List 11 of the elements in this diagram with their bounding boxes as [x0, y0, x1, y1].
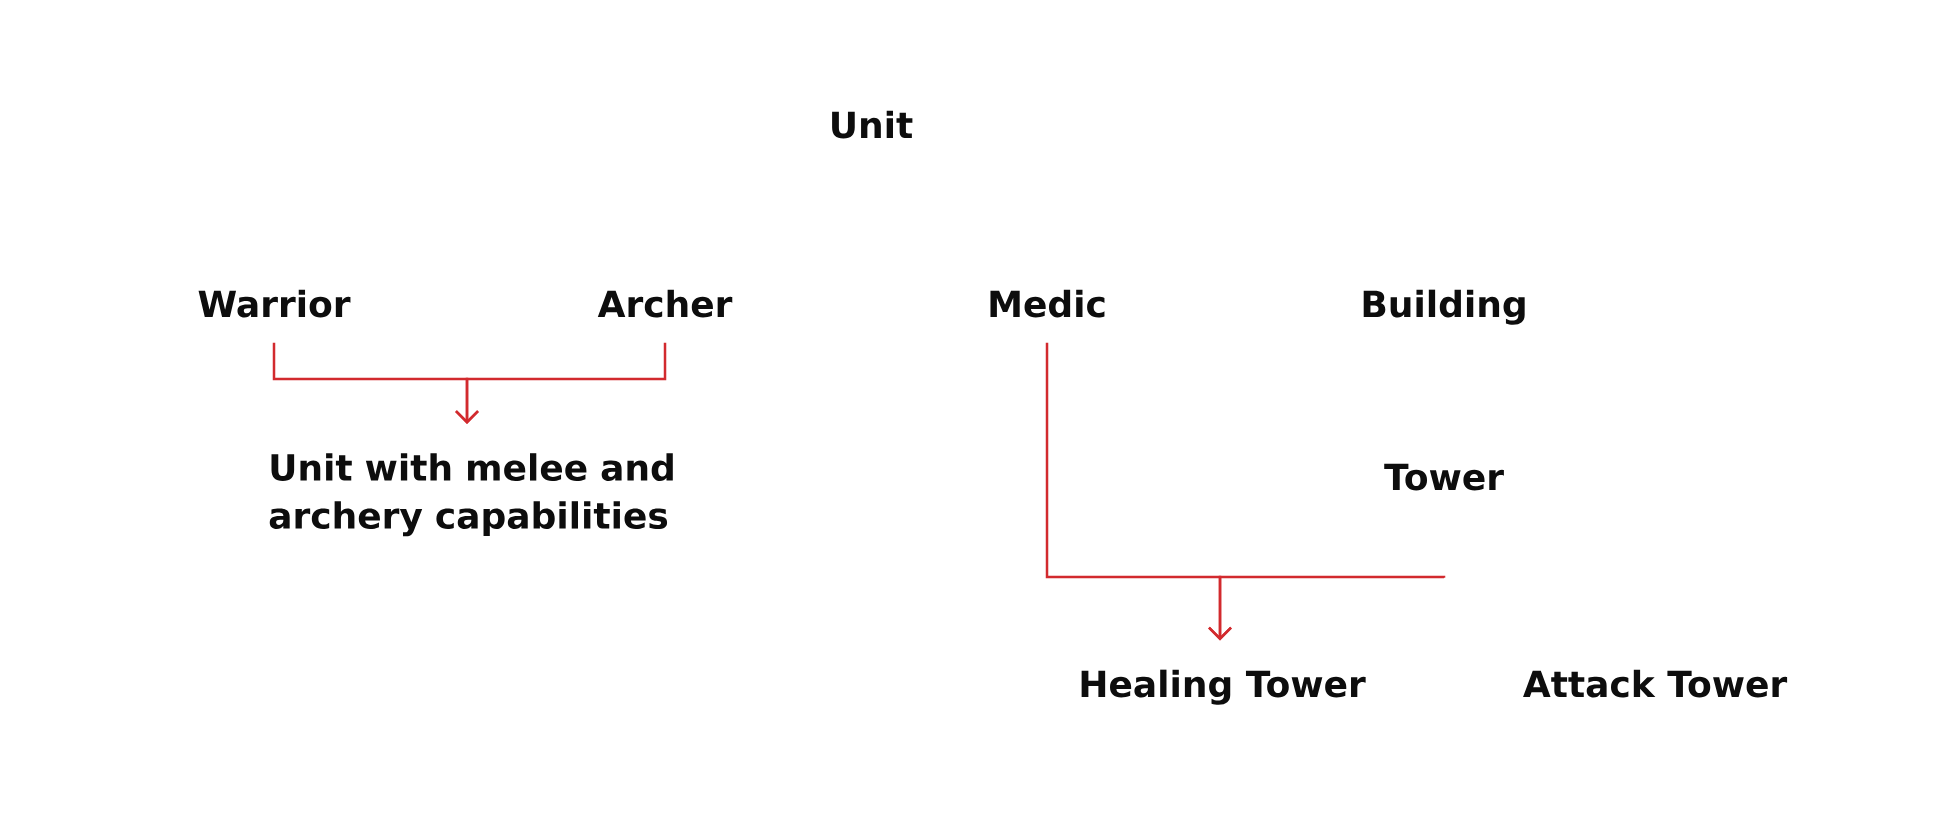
class-label: Warrior [198, 289, 351, 318]
class-label: Healing Tower [1081, 669, 1366, 705]
class-label: Unit [832, 110, 913, 139]
connector-arrow [1208, 575, 1446, 641]
class-label: Building [1363, 289, 1525, 325]
connector-arrow [455, 342, 667, 424]
class-label: Unit with melee and archery capabilities [269, 453, 673, 537]
class-label: Archer [597, 289, 733, 318]
class-label: Medic [990, 289, 1105, 318]
class-label: Tower [1384, 463, 1504, 491]
class-label: Attack Tower [1523, 669, 1788, 698]
